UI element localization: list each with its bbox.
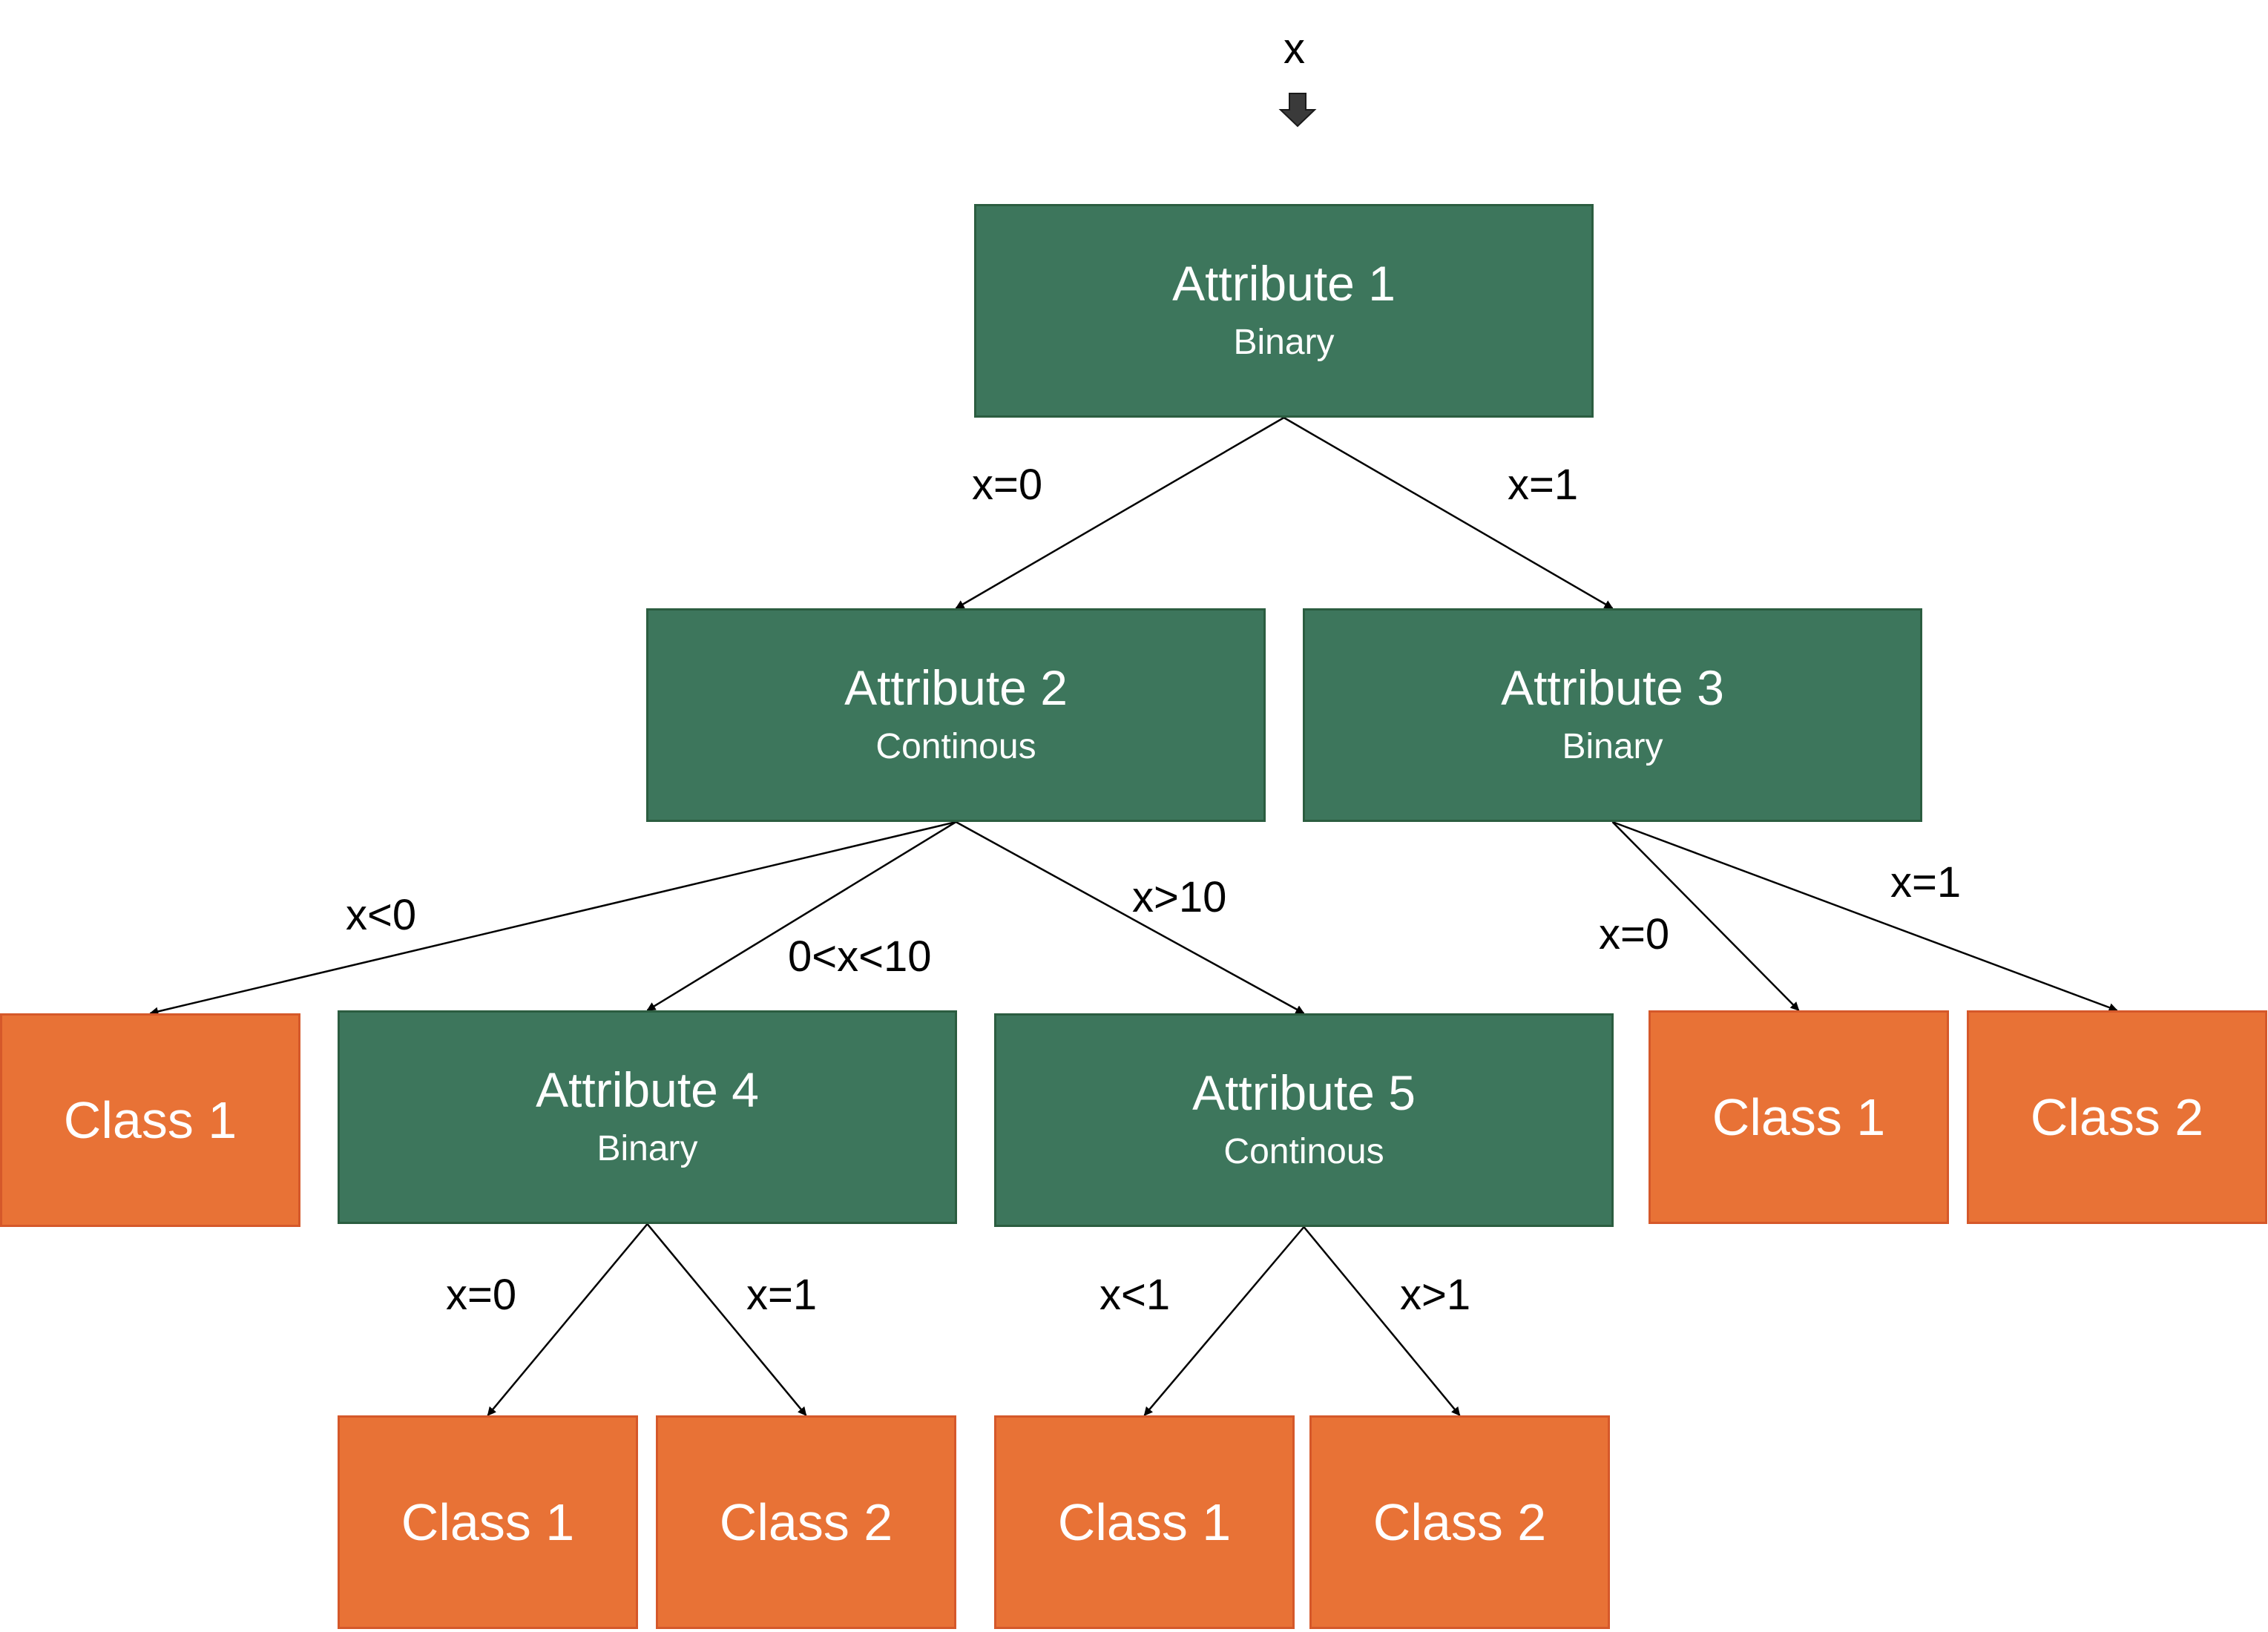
edge-arrow-e9 [646, 1223, 807, 1416]
attribute-node-5: Attribute 5 Continous [994, 1013, 1614, 1227]
edge-arrow-e3 [149, 820, 956, 1016]
class-label: Class 2 [719, 1493, 893, 1551]
class-label: Class 1 [1057, 1493, 1232, 1551]
node-title: Attribute 1 [1172, 255, 1396, 311]
edge-label: x=1 [746, 1271, 818, 1319]
input-arrow-icon [1278, 93, 1317, 128]
class-node: Class 2 [1309, 1415, 1610, 1629]
edge-label: x=1 [1508, 461, 1579, 509]
class-label: Class 1 [63, 1090, 237, 1149]
class-node: Class 2 [1967, 1010, 2267, 1224]
node-type: Continous [1223, 1131, 1384, 1171]
edge-label: x<1 [1100, 1271, 1171, 1319]
class-label: Class 2 [2030, 1088, 2204, 1146]
attribute-node-1: Attribute 1 Binary [974, 204, 1594, 418]
node-type: Binary [1233, 322, 1335, 362]
class-node: Class 1 [1649, 1010, 1949, 1224]
class-label: Class 1 [401, 1493, 575, 1551]
attribute-node-4: Attribute 4 Binary [338, 1010, 957, 1224]
class-node: Class 1 [0, 1013, 300, 1227]
node-title: Attribute 2 [844, 659, 1068, 715]
node-type: Continous [875, 726, 1036, 766]
edge-label: x=1 [1890, 858, 1962, 907]
input-label: x [1283, 24, 1305, 73]
attribute-node-2: Attribute 2 Continous [646, 608, 1266, 822]
edge-label: x=0 [972, 461, 1043, 509]
edge-arrow-e7 [1612, 820, 2118, 1012]
edge-label: x<0 [346, 891, 417, 939]
attribute-node-3: Attribute 3 Binary [1303, 608, 1922, 822]
edge-arrow-e4 [646, 820, 957, 1012]
edge-label: x>10 [1132, 873, 1227, 921]
class-node: Class 1 [338, 1415, 638, 1629]
edge-arrow-e2 [1283, 416, 1614, 610]
node-type: Binary [596, 1128, 698, 1168]
edge-label: x>1 [1400, 1271, 1471, 1319]
class-label: Class 2 [1373, 1493, 1547, 1551]
edge-label: 0<x<10 [788, 932, 932, 981]
edge-label: x=0 [446, 1271, 517, 1319]
edge-arrow-e6 [1611, 821, 1800, 1011]
edge-arrow-e10 [1143, 1226, 1305, 1416]
edge-label: x=0 [1599, 910, 1670, 958]
class-label: Class 1 [1712, 1088, 1886, 1146]
class-node: Class 2 [656, 1415, 956, 1629]
node-title: Attribute 4 [536, 1062, 759, 1117]
class-node: Class 1 [994, 1415, 1295, 1629]
edge-arrow-e8 [487, 1223, 648, 1416]
edge-arrow-e5 [955, 820, 1305, 1015]
node-title: Attribute 5 [1192, 1065, 1416, 1120]
node-title: Attribute 3 [1501, 659, 1724, 715]
node-type: Binary [1562, 726, 1663, 766]
edge-arrow-e11 [1303, 1226, 1461, 1416]
edge-arrow-e1 [955, 416, 1285, 610]
